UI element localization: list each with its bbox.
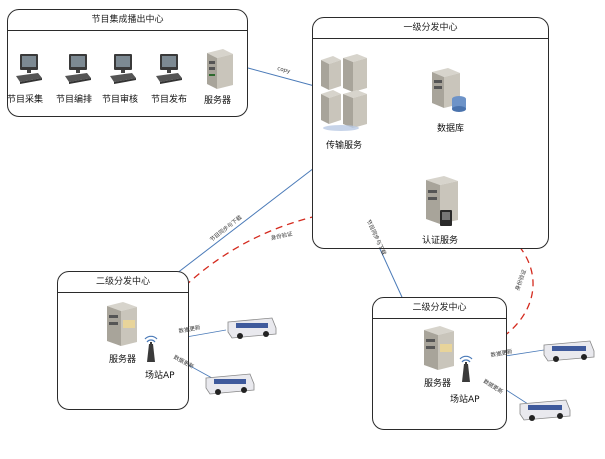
level2-right-server-label: 服务器 [424, 379, 452, 389]
database-label: 数据库 [437, 124, 465, 134]
auth-curve-right [462, 205, 534, 351]
database-server-icon [428, 66, 468, 118]
bus-icon [204, 372, 256, 400]
level2-left-server-icon [103, 300, 143, 356]
level2-left-title: 二级分发中心 [58, 272, 188, 293]
pc-review-label: 节目审核 [102, 95, 139, 105]
level2-left-ap-icon [140, 330, 162, 368]
level2-right-ap-label: 场站AP [450, 395, 480, 405]
auth-curve-left [159, 202, 420, 313]
pc-review-icon [108, 52, 138, 92]
auth-server-icon [420, 174, 464, 236]
transfer-service-label: 传输服务 [326, 141, 363, 151]
pc-schedule-icon [63, 52, 93, 92]
pc-capture-label: 节目采集 [7, 95, 44, 105]
pc-publish-label: 节目发布 [151, 95, 188, 105]
level2-right-title: 二级分发中心 [373, 298, 506, 319]
top-server-label: 服务器 [204, 96, 232, 106]
level1-center-title: 一级分发中心 [313, 18, 548, 39]
bus-icon [226, 316, 278, 344]
level2-left-server-label: 服务器 [109, 355, 137, 365]
auth-service-label: 认证服务 [422, 236, 459, 246]
pc-schedule-label: 节目编排 [56, 95, 93, 105]
level2-left-ap-label: 场站AP [145, 371, 175, 381]
bus-icon [518, 398, 572, 426]
copy-arrow [247, 67, 323, 90]
pc-capture-icon [14, 52, 44, 92]
transfer-server-cluster-icon [319, 52, 373, 136]
level2-right-ap-icon [455, 350, 477, 388]
bus-icon [542, 339, 596, 367]
pc-publish-icon [154, 52, 184, 92]
top-server-icon [203, 47, 235, 95]
program-center-title: 节目集成播出中心 [8, 10, 247, 31]
level2-right-server-icon [420, 324, 460, 380]
